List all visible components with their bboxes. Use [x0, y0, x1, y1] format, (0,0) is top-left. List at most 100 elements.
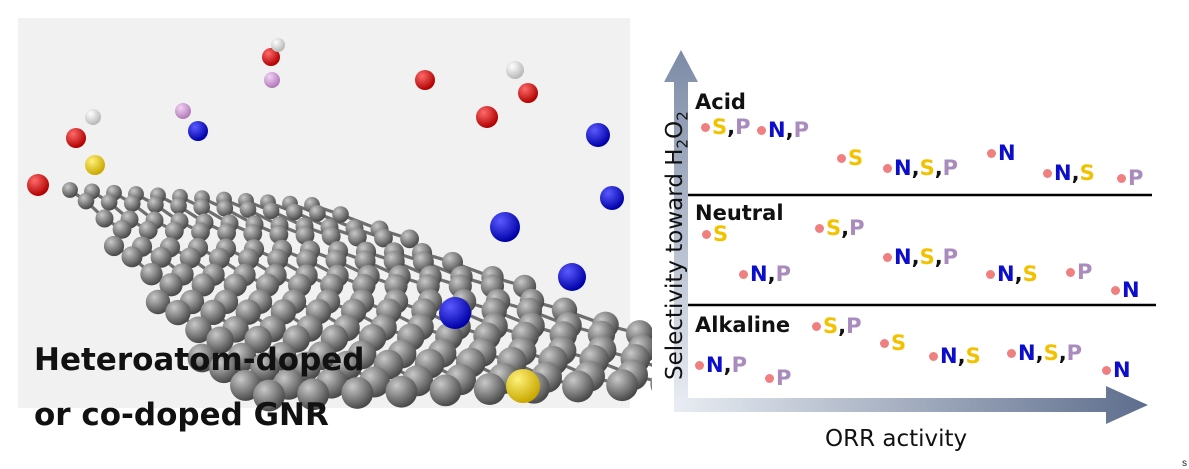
carbon-atom [159, 273, 183, 297]
marker-dot [739, 270, 748, 279]
carbon-atom [209, 353, 239, 384]
element-N: N [998, 141, 1016, 165]
hydrogen-atom [85, 109, 101, 125]
oxygen-atom [66, 128, 86, 148]
sulfur-atom [85, 155, 105, 175]
dopant-marker-alkaline: N,S,P [1007, 343, 1082, 364]
carbon-atom [250, 352, 280, 383]
marker-dot [1102, 366, 1111, 375]
element-P: P [775, 262, 791, 286]
dopant-marker-acid: N,P [757, 120, 809, 141]
marker-dot [883, 164, 892, 173]
carbon-atom [165, 299, 191, 326]
x-axis-arrow [674, 386, 1148, 424]
carbon-atom [230, 369, 261, 401]
element-P: P [846, 314, 862, 338]
element-N: N [894, 156, 912, 180]
marker-dot [880, 339, 889, 348]
carbon-atom [216, 200, 234, 217]
nitrogen-atom [439, 297, 471, 329]
y-axis-arrow [664, 50, 698, 410]
separator: , [911, 156, 920, 180]
nitrogen-atom [600, 186, 624, 210]
carbon-atom [77, 192, 95, 210]
dopant-marker-neutral: P [1066, 262, 1092, 283]
element-N: N [768, 118, 786, 142]
carbon-atom [262, 202, 280, 220]
element-S: S [848, 146, 864, 170]
element-P: P [1128, 166, 1144, 190]
carbon-atom [347, 227, 367, 247]
carbon-atom [269, 225, 289, 244]
separator: , [723, 353, 732, 377]
dopant-marker-neutral: N,S,P [883, 247, 958, 268]
element-N: N [997, 262, 1015, 286]
carbon-atom [285, 203, 303, 221]
element-S: S [826, 216, 842, 240]
carbon-atom [187, 343, 217, 373]
dopant-marker-alkaline: S,P [812, 316, 862, 337]
element-N: N [750, 262, 768, 286]
dopant-marker-alkaline: N,P [695, 355, 747, 376]
separator: , [911, 245, 920, 269]
oxygen-atom [476, 106, 498, 128]
oxygen-atom [518, 83, 538, 103]
element-S: S [1022, 262, 1038, 286]
nitrogen-atom [490, 212, 520, 242]
element-P: P [1077, 260, 1093, 284]
element-S: S [965, 344, 981, 368]
dopant-marker-acid: P [1117, 168, 1143, 189]
separator: , [1071, 161, 1080, 185]
oxygen-atom [27, 174, 49, 196]
phosphorus-atom [264, 72, 280, 88]
carbon-atom [429, 374, 462, 407]
carbon-atom [95, 209, 114, 228]
marker-dot [986, 270, 995, 279]
dopant-marker-neutral: N,S [986, 264, 1038, 285]
carbon-atom [243, 224, 263, 244]
carbon-atom [321, 226, 341, 246]
marker-dot [702, 230, 711, 239]
separator: , [767, 262, 776, 286]
carbon-atom [206, 326, 234, 354]
marker-dot [765, 374, 774, 383]
carbon-atom [103, 235, 125, 257]
element-N: N [1054, 161, 1072, 185]
hydrogen-atom [271, 38, 285, 52]
carbon-atom [253, 379, 285, 412]
element-P: P [776, 366, 792, 390]
element-P: P [735, 115, 751, 139]
dopant-marker-acid: S,P [701, 117, 751, 138]
carbon-atom [191, 222, 210, 242]
sulfur-atom [506, 369, 540, 403]
marker-dot [1117, 174, 1126, 183]
carbon-atom [374, 228, 393, 248]
dopant-marker-neutral: S,P [815, 218, 865, 239]
marker-dot [701, 123, 710, 132]
carbon-atom [385, 375, 418, 408]
nitrogen-atom [586, 123, 610, 147]
element-P: P [942, 156, 959, 180]
element-N: N [940, 344, 958, 368]
element-S: S [1079, 161, 1095, 185]
region-label-neutral: Neutral [695, 201, 784, 225]
oxygen-atom [415, 70, 435, 90]
separator: , [934, 156, 943, 180]
separator: , [1035, 341, 1044, 365]
carbon-atom [650, 376, 652, 391]
dopant-marker-alkaline: P [765, 368, 791, 389]
marker-dot [1007, 349, 1016, 358]
element-P: P [849, 216, 865, 240]
carbon-atom [112, 219, 132, 239]
carbon-atom [179, 247, 201, 269]
carbon-atom [400, 229, 419, 249]
dopant-marker-alkaline: N,S [929, 346, 981, 367]
element-N: N [894, 245, 912, 269]
dopant-marker-neutral: S [702, 224, 728, 245]
carbon-atom [147, 196, 164, 214]
axes [664, 50, 1156, 424]
carbon-atom [217, 223, 237, 243]
carbon-atom [121, 246, 143, 268]
carbon-atom [606, 369, 639, 402]
nitrogen-atom [188, 121, 208, 141]
